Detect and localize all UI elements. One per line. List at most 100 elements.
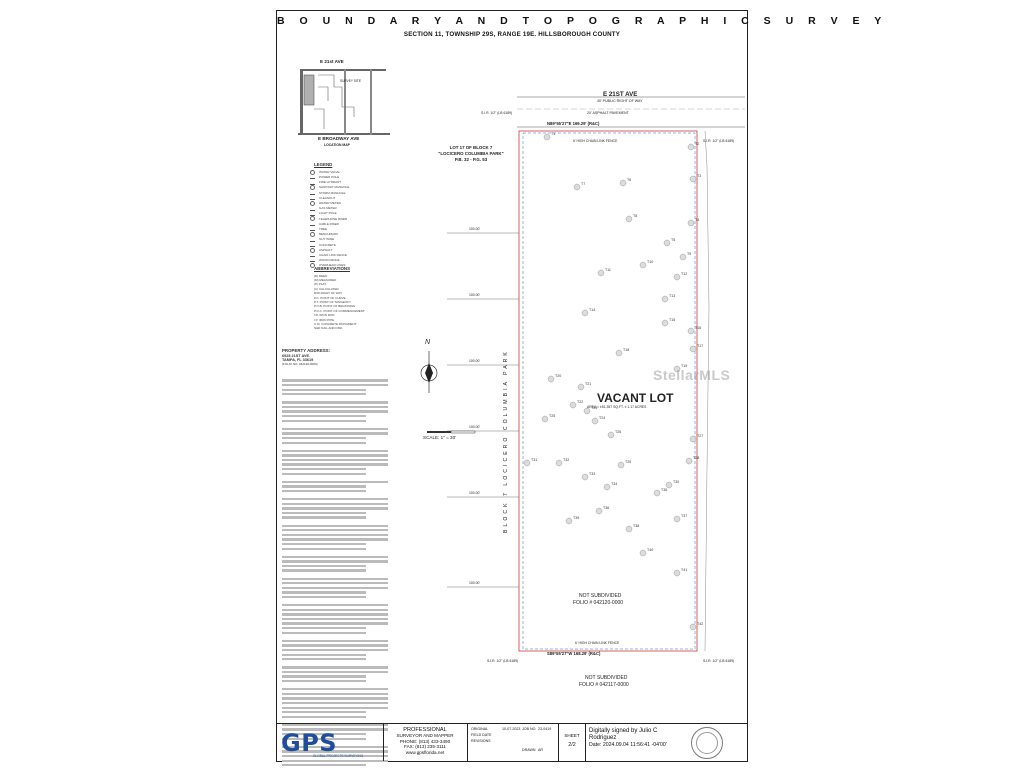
tree-icon bbox=[603, 483, 611, 491]
note-text-line bbox=[282, 458, 388, 462]
tree-icon bbox=[607, 431, 615, 439]
north-arrow-label: N bbox=[425, 339, 431, 346]
tree-icon bbox=[595, 507, 603, 515]
tree-label: T2 bbox=[695, 142, 699, 146]
firm-line-2: SURVEYOR AND MAPPER bbox=[396, 733, 454, 739]
note-text-line bbox=[282, 631, 366, 634]
legend-symbol-icon bbox=[310, 243, 315, 247]
property-address: PROPERTY ADDRESS: 6925 21ST AVE. TAMPA, … bbox=[282, 348, 402, 367]
legend-item-label: BENCHMARK bbox=[319, 232, 339, 237]
abbreviation-item: R/W RIGHT OF WAY bbox=[314, 291, 343, 296]
legend-item: GAS METER bbox=[310, 206, 402, 211]
legend-symbol-icon bbox=[310, 181, 315, 185]
note-text-line bbox=[282, 393, 366, 396]
legend-item-label: CHAIN LINK FENCE bbox=[319, 252, 347, 257]
legend-item: LIGHT POLE bbox=[310, 211, 402, 216]
vacant-lot-label: VACANT LOT bbox=[597, 391, 674, 405]
digital-signature: Digitally signed by Julio C Rodriguez Da… bbox=[589, 728, 689, 750]
note-text-line bbox=[282, 415, 366, 418]
abbreviation-item: C.M. CONCRETE MONUMENT bbox=[314, 322, 357, 327]
tree-icon bbox=[555, 459, 563, 467]
legend-item-label: CABLE RISER bbox=[319, 221, 339, 226]
legend-item: GUY WIRE bbox=[310, 237, 402, 242]
lot-dim-2: 100.00' bbox=[469, 293, 481, 297]
top-bearing: N89°55'27"E 169.29' (R&C) bbox=[547, 121, 600, 126]
not-subdivided-label-1: NOT SUBDIVIDED bbox=[579, 593, 622, 599]
note-text-line bbox=[282, 383, 388, 387]
tree-icon bbox=[625, 525, 633, 533]
property-address-heading: PROPERTY ADDRESS: bbox=[282, 348, 331, 353]
legend-item-label: ASPHALT bbox=[319, 247, 333, 252]
note-text-line bbox=[282, 680, 366, 683]
abbreviation-item: P.O.B. POINT OF BEGINNING bbox=[314, 304, 356, 309]
note-text-line bbox=[282, 715, 366, 718]
company-logo-box: GPS GLOBAL PROJECTS SURVEYING bbox=[277, 724, 384, 761]
note-text-line bbox=[282, 586, 388, 589]
note-text-line bbox=[282, 723, 388, 727]
note-text-line bbox=[282, 569, 366, 572]
abbreviation-item: I.P. IRON PIPE bbox=[314, 317, 335, 322]
location-map-top-street: E 21st AVE bbox=[320, 59, 344, 64]
firm-info: PROFESSIONAL SURVEYOR AND MAPPER PHONE: … bbox=[387, 727, 463, 755]
note-text-line bbox=[282, 759, 388, 762]
lot-dim-6: 100.00' bbox=[469, 581, 481, 585]
legend-item: POWER POLE bbox=[310, 175, 402, 180]
tree-icon bbox=[569, 401, 577, 409]
tree-label: T30 bbox=[673, 480, 679, 484]
note-text-line bbox=[282, 750, 388, 753]
note-text-line bbox=[282, 711, 366, 714]
note-text-line bbox=[282, 524, 388, 527]
street-right-of-way: 40' PUBLIC RIGHT OF WAY bbox=[597, 99, 643, 103]
signature-line-1: Digitally signed by Julio C bbox=[589, 728, 658, 734]
job-label: JOB NO. bbox=[522, 727, 537, 731]
note-text-line bbox=[282, 688, 388, 691]
note-text-line bbox=[282, 697, 388, 700]
tree-icon bbox=[581, 473, 589, 481]
iron-rod-se: S.I.R. 1/2" (LB 6189) bbox=[703, 659, 735, 663]
gps-logo-tagline: GLOBAL PROJECTS SURVEYING bbox=[313, 754, 364, 758]
note-text-line bbox=[282, 627, 366, 630]
tree-label: T32 bbox=[563, 458, 569, 462]
note-text-line bbox=[282, 542, 366, 546]
signature-line-2: Rodriguez bbox=[589, 735, 617, 742]
fence-label-bottom: 6' HIGH CHAIN LINK FENCE bbox=[575, 641, 620, 645]
tree-icon bbox=[541, 415, 549, 423]
drawn-by: AR bbox=[538, 748, 543, 752]
note-text-line bbox=[282, 670, 388, 674]
firm-web[interactable]: www.gpsflorida.net bbox=[405, 749, 445, 755]
note-text-line bbox=[282, 733, 366, 736]
tree-label: T6 bbox=[627, 178, 631, 182]
note-text-line bbox=[282, 608, 388, 611]
firm-fax: FAX: (813) 235-3111 bbox=[404, 744, 446, 750]
tree-icon bbox=[597, 269, 605, 277]
note-text-line bbox=[282, 622, 388, 625]
bottom-bearing: S89°55'27"W 168.29' (R&C) bbox=[547, 651, 601, 656]
note-text-line bbox=[282, 511, 366, 515]
tree-label: T35 bbox=[661, 488, 667, 492]
note-text-line bbox=[282, 728, 388, 731]
tree-label: T39 bbox=[573, 516, 579, 520]
tree-icon bbox=[653, 489, 661, 497]
tree-icon bbox=[619, 179, 627, 187]
note-text-line bbox=[282, 706, 388, 709]
tree-label: T10 bbox=[647, 260, 653, 264]
legend-item: TREE bbox=[310, 227, 402, 232]
tree-icon bbox=[577, 383, 585, 391]
tree-icon bbox=[547, 375, 555, 383]
lot-label-1: LOT 17 OF BLOCK 7 bbox=[449, 145, 493, 150]
not-subdivided-label-2: NOT SUBDIVIDED bbox=[585, 675, 628, 681]
legend-item: WATER VALVE bbox=[310, 169, 402, 175]
legend-item-label: WOOD FENCE bbox=[319, 258, 340, 263]
surveyor-seal-icon bbox=[691, 727, 723, 759]
note-text-line bbox=[282, 648, 388, 652]
legend-item: BENCHMARK bbox=[310, 231, 402, 237]
note-text-line bbox=[282, 591, 366, 594]
job-number: 23-0419 bbox=[538, 727, 552, 731]
tree-label: T11 bbox=[605, 268, 611, 272]
note-text-line bbox=[282, 507, 388, 510]
lot-label-2: "LOCICERO COLUMBIA PARK" bbox=[438, 151, 504, 156]
note-text-line bbox=[282, 427, 388, 430]
legend-symbol-icon bbox=[310, 196, 315, 201]
